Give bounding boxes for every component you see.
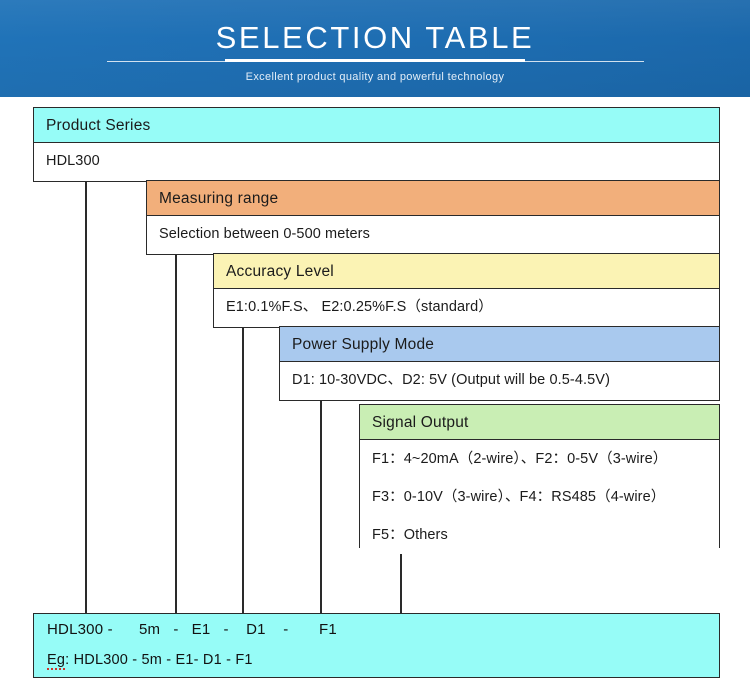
section-accuracy-level: Accuracy Level E1:0.1%F.S、 E2:0.25%F.S（s… bbox=[213, 253, 720, 328]
section-signal-output: Signal Output F1：4~20mA（2-wire）、F2：0-5V（… bbox=[359, 404, 720, 554]
page-title: SELECTION TABLE bbox=[215, 20, 535, 55]
section-header-accuracy-level: Accuracy Level bbox=[214, 254, 719, 289]
section-header-power-supply-mode: Power Supply Mode bbox=[280, 327, 719, 362]
section-row-measuring-range-0: Selection between 0-500 meters bbox=[147, 216, 719, 253]
connector-line-accuracy-level bbox=[242, 318, 244, 613]
summary-example-line: Eg: HDL300 - 5m - E1- D1 - F1 bbox=[34, 645, 719, 676]
summary-block: HDL300 - 5m - E1 - D1 - F1 Eg: HDL300 - … bbox=[33, 613, 720, 678]
header-divider-thick bbox=[225, 59, 525, 62]
page-subtitle: Excellent product quality and powerful t… bbox=[245, 71, 505, 83]
section-row-accuracy-level-0: E1:0.1%F.S、 E2:0.25%F.S（standard） bbox=[214, 289, 719, 326]
connector-line-power-supply bbox=[320, 391, 322, 613]
selection-diagram: Product Series HDL300 Measuring range Se… bbox=[0, 97, 750, 687]
section-product-series: Product Series HDL300 bbox=[33, 107, 720, 182]
summary-code-line: HDL300 - 5m - E1 - D1 - F1 bbox=[47, 621, 337, 638]
section-row-power-supply-mode-0: D1: 10-30VDC、D2: 5V (Output will be 0.5-… bbox=[280, 362, 719, 399]
section-header-product-series: Product Series bbox=[34, 108, 719, 143]
connector-line-signal-output bbox=[400, 538, 402, 613]
summary-example-prefix: Eg bbox=[47, 652, 66, 670]
page-header-banner: SELECTION TABLE Excellent product qualit… bbox=[0, 0, 750, 97]
section-row-signal-output-0: F1：4~20mA（2-wire）、F2：0-5V（3-wire） bbox=[360, 440, 719, 478]
section-row-signal-output-1: F3：0-10V（3-wire）、F4：RS485（4-wire） bbox=[360, 478, 719, 516]
section-header-measuring-range: Measuring range bbox=[147, 181, 719, 216]
section-row-signal-output-2: F5：Others bbox=[360, 516, 719, 554]
section-measuring-range: Measuring range Selection between 0-500 … bbox=[146, 180, 720, 255]
section-row-product-series-0: HDL300 bbox=[34, 143, 719, 180]
connector-line-measuring-range bbox=[175, 245, 177, 613]
connector-line-product-series bbox=[85, 172, 87, 613]
section-power-supply-mode: Power Supply Mode D1: 10-30VDC、D2: 5V (O… bbox=[279, 326, 720, 401]
summary-example-rest: : HDL300 - 5m - E1- D1 - F1 bbox=[65, 652, 253, 668]
section-header-signal-output: Signal Output bbox=[360, 405, 719, 440]
